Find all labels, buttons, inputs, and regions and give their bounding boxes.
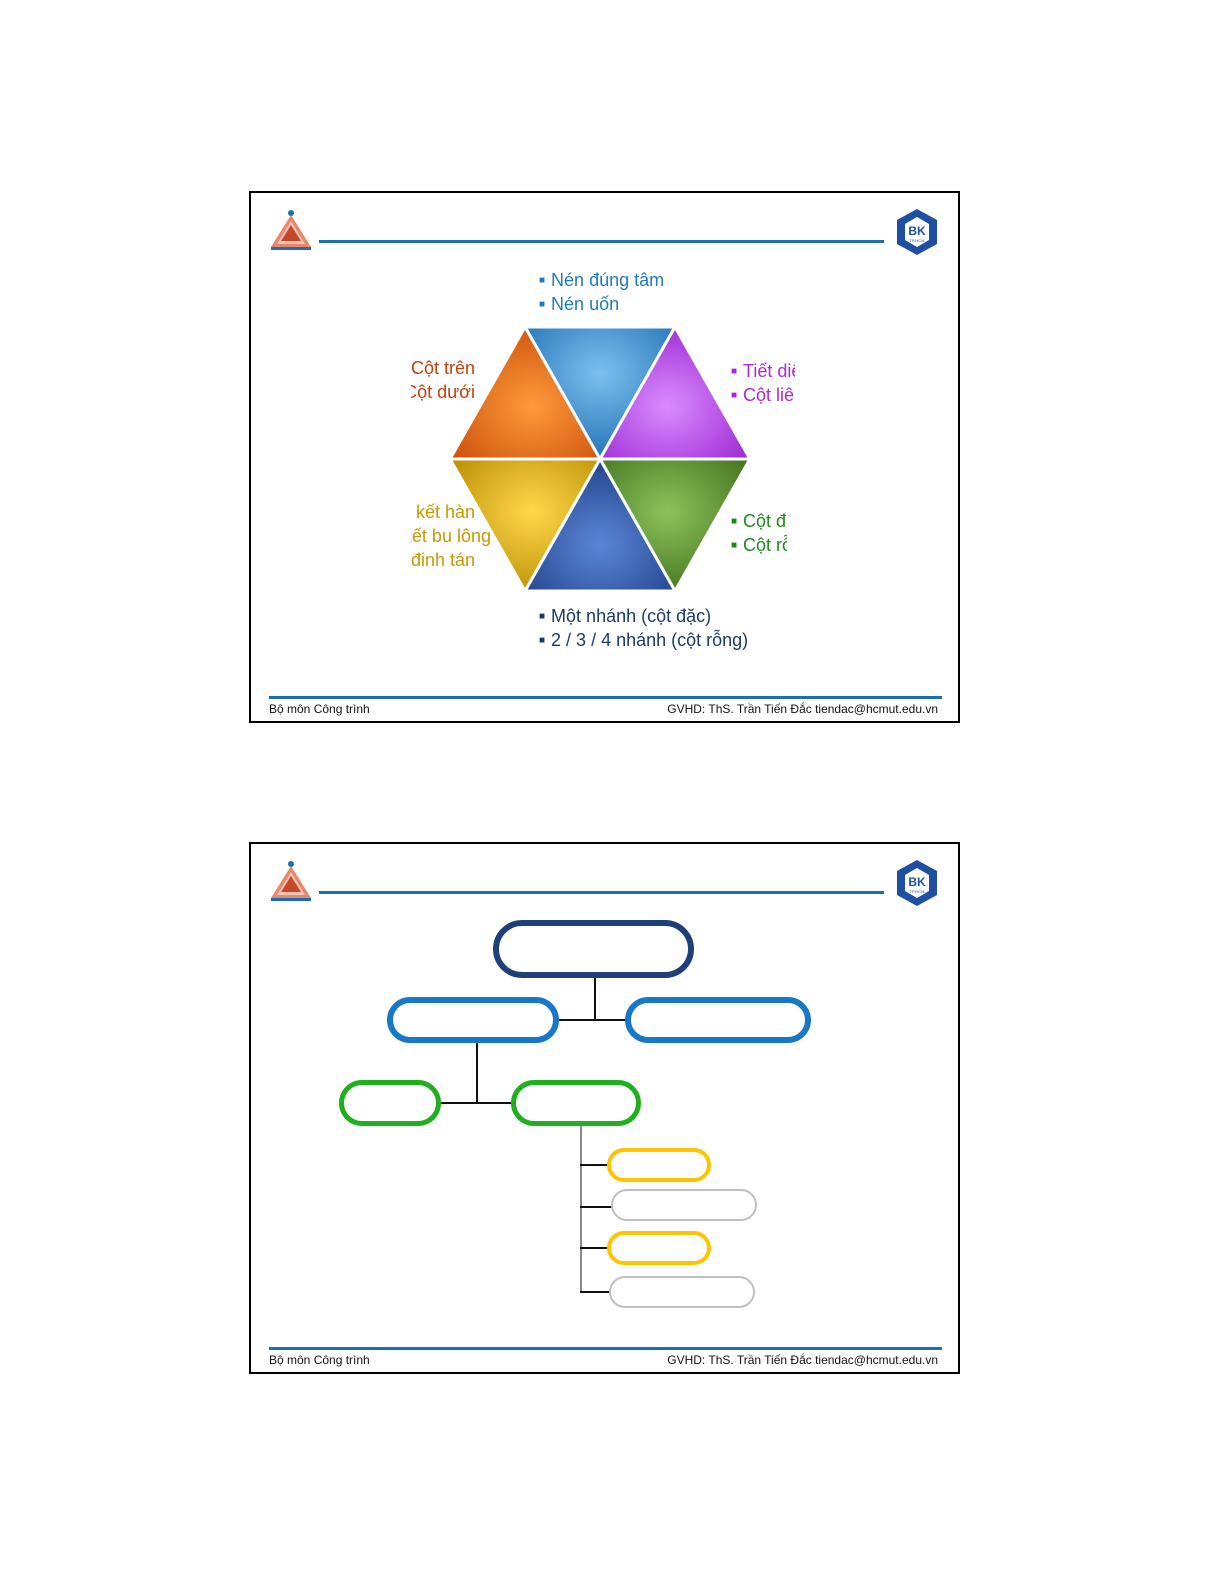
- label-top-1: ■Nén đúng tâm: [539, 270, 665, 290]
- label-top-2: ■Nén uốn: [539, 294, 620, 314]
- footer-line: [269, 1347, 942, 1350]
- tree-node-leaf-4: [609, 1276, 755, 1308]
- label-lower-left-1: Liên kết hàn: [411, 502, 475, 522]
- bk-university-logo-icon: BK TP.HCM: [897, 209, 937, 255]
- hexagon-diagram: [448, 325, 752, 593]
- tree-node-level1-right: [625, 997, 811, 1043]
- department-logo-icon: [271, 861, 311, 901]
- header-line: [319, 891, 884, 894]
- header-line: [319, 240, 884, 243]
- connector-leaf-4: [580, 1291, 610, 1293]
- connector-leaf-2: [580, 1206, 612, 1208]
- footer-instructor: GVHD: ThS. Trần Tiến Đắc tiendac@hcmut.e…: [667, 1353, 938, 1367]
- bk-logo-text: BK: [908, 224, 926, 238]
- footer-department: Bộ môn Công trình: [269, 1353, 370, 1367]
- tree-node-level2-right: [511, 1080, 641, 1126]
- bk-logo-text: BK: [908, 875, 926, 889]
- bk-university-logo-icon: BK TP.HCM: [897, 860, 937, 906]
- connector-leaf-3: [580, 1247, 608, 1249]
- footer-instructor: GVHD: ThS. Trần Tiến Đắc tiendac@hcmut.e…: [667, 702, 938, 716]
- connector-level2: [439, 1102, 513, 1104]
- label-lower-left-3: đinh tán: [411, 550, 476, 570]
- tree-node-leaf-3: [607, 1231, 711, 1265]
- slide-tree-diagram: BK TP.HCM Bộ môn Công trình GVHD: ThS. T…: [249, 842, 960, 1374]
- connector-root: [594, 977, 596, 1020]
- bk-logo-subtext: TP.HCM: [910, 238, 925, 243]
- label-upper-left-2: Cột dưới: [411, 382, 475, 402]
- label-upper-left-1: Cột trên: [411, 358, 475, 378]
- label-bottom-2: ■2 / 3 / 4 nhánh (cột rỗng): [539, 630, 749, 650]
- bk-logo-subtext: TP.HCM: [910, 889, 925, 894]
- slide-hexagon: BK TP.HCM ■Nén đúng tâm ■Nén uốn Cột trê…: [249, 191, 960, 723]
- tree-node-leaf-2: [611, 1189, 757, 1221]
- connector-left-branch: [476, 1042, 478, 1102]
- segment-upper-left: [448, 325, 602, 461]
- footer-department: Bộ môn Công trình: [269, 702, 370, 716]
- tree-node-leaf-1: [607, 1148, 711, 1182]
- connector-leaf-trunk: [580, 1126, 582, 1292]
- tree-node-level2-left: [339, 1080, 441, 1126]
- department-logo-icon: [271, 210, 311, 250]
- footer-line: [269, 696, 942, 699]
- label-lower-right-2: ■Cột rỗng: [731, 535, 787, 555]
- label-lower-left-2: Liên kết bu lông /: [411, 526, 491, 546]
- label-upper-right-1: ■Tiết diện: [731, 361, 795, 381]
- tree-node-root: [493, 920, 694, 978]
- connector-level1: [557, 1019, 629, 1021]
- label-lower-right-1: ■Cột đặc: [731, 511, 787, 531]
- connector-leaf-1: [580, 1164, 608, 1166]
- label-upper-right-2: ■Cột liên tục: [731, 385, 795, 405]
- label-bottom-1: ■Một nhánh (cột đặc): [539, 606, 712, 626]
- tree-node-level1-left: [387, 997, 559, 1043]
